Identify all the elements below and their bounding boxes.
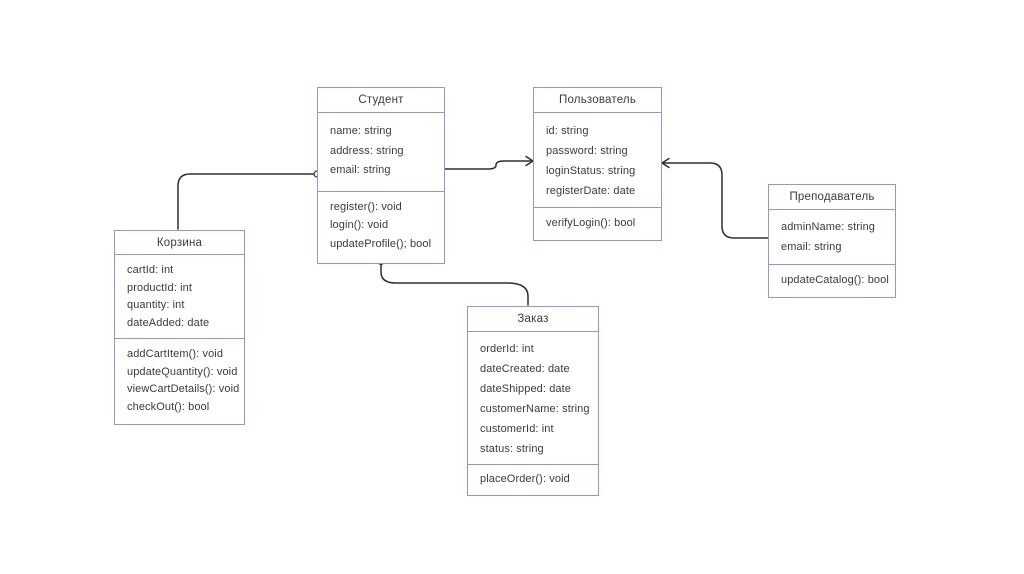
attributes-section: id: string password: string loginStatus:…	[534, 113, 661, 207]
attribute-row: name: string	[330, 125, 392, 137]
attribute-row: customerName: string	[480, 403, 590, 415]
class-title: Преподаватель	[769, 185, 895, 210]
attribute-row: dateCreated: date	[480, 363, 570, 375]
method-row: addCartItem(): void	[127, 348, 224, 360]
class-box-user[interactable]: Пользователь id: string password: string…	[533, 87, 662, 241]
method-row: updateQuantity(): void	[127, 365, 238, 378]
attribute-row: loginStatus: string	[546, 165, 636, 177]
class-title: Пользователь	[534, 88, 661, 113]
method-row: placeOrder(): void	[480, 473, 570, 485]
method-row: updateProfile(); bool	[330, 237, 432, 250]
attribute-row: orderId: int	[480, 343, 534, 355]
attributes-section: orderId: int dateCreated: date dateShipp…	[468, 332, 598, 464]
class-box-cart[interactable]: Корзина cartId: int productId: int quant…	[114, 230, 245, 425]
method-row: checkOut(): bool	[127, 400, 210, 413]
methods-section: verifyLogin(): bool	[534, 207, 661, 240]
attribute-row: id: string	[546, 125, 589, 137]
attributes-section: adminName: string email: string	[769, 210, 895, 264]
connector-student-order[interactable]	[377, 257, 529, 306]
attribute-row: password: string	[546, 145, 628, 157]
attributes-section: cartId: int productId: int quantity: int…	[115, 255, 244, 338]
connector-teacher-user[interactable]	[660, 157, 769, 239]
arrowhead-icon	[525, 155, 535, 167]
attribute-row: email: string	[781, 241, 842, 253]
connector-cart-student[interactable]	[177, 170, 321, 230]
attribute-row: status: string	[480, 443, 544, 455]
methods-section: register(): void login(): void updatePro…	[318, 190, 444, 264]
method-row: verifyLogin(): bool	[546, 217, 636, 229]
class-box-student[interactable]: Студент name: string address: string ema…	[317, 87, 445, 264]
attributes-section: name: string address: string email: stri…	[318, 113, 444, 191]
attribute-row: adminName: string	[781, 221, 876, 233]
class-box-teacher[interactable]: Преподаватель adminName: string email: s…	[768, 184, 896, 298]
attribute-row: dateAdded: date	[127, 316, 210, 329]
class-title: Студент	[318, 88, 444, 113]
method-row: viewCartDetails(): void	[127, 383, 240, 395]
class-box-order[interactable]: Заказ orderId: int dateCreated: date dat…	[467, 306, 599, 496]
connector-student-user[interactable]	[444, 155, 535, 170]
attribute-row: address: string	[330, 144, 404, 157]
method-row: login(): void	[330, 219, 389, 231]
methods-section: addCartItem(): void updateQuantity(): vo…	[115, 338, 244, 424]
methods-section: updateCatalog(): bool	[769, 264, 895, 297]
attribute-row: cartId: int	[127, 264, 174, 276]
attribute-row: registerDate: date	[546, 185, 636, 197]
attribute-row: customerId: int	[480, 423, 554, 435]
attribute-row: dateShipped: date	[480, 383, 571, 395]
methods-section: placeOrder(): void	[468, 464, 598, 495]
attribute-row: quantity: int	[127, 299, 185, 311]
class-title: Корзина	[115, 231, 244, 255]
class-title: Заказ	[468, 307, 598, 332]
arrowhead-icon	[660, 157, 670, 169]
method-row: updateCatalog(): bool	[781, 274, 889, 286]
attribute-row: productId: int	[127, 281, 192, 294]
attribute-row: email: string	[330, 164, 391, 176]
method-row: register(): void	[330, 200, 402, 213]
